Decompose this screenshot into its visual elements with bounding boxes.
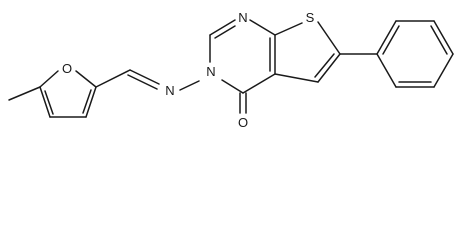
bond-c2-n1-inner: [214, 25, 236, 39]
bond-furan-o-c2: [75, 70, 97, 88]
atom-oxygen-furan: O: [62, 61, 72, 76]
bond-c4-n3: [221, 79, 244, 94]
bond-n-n: [179, 80, 200, 91]
bond-s-c6: [317, 21, 341, 55]
atom-labels: O N N N S O: [62, 10, 315, 130]
bond-furan-ch: [95, 69, 131, 88]
atom-nitrogen-ring-3: N: [206, 64, 215, 79]
atom-nitrogen-ring-top: N: [238, 10, 247, 25]
bond-ph-3: [433, 20, 454, 55]
molecule-structure-diagram: O N N N S O: [8, 10, 454, 130]
bond-c7a-s: [274, 22, 303, 36]
bond-c6-c5: [317, 53, 341, 83]
bond-methyl: [8, 86, 41, 101]
bond-furan-c5-c4-inner: [44, 90, 54, 115]
atom-nitrogen-imine: N: [165, 83, 174, 98]
atom-oxygen-carbonyl: O: [238, 115, 248, 130]
bond-furan-c5-c4: [39, 86, 51, 118]
bond-furan-c3-c2-inner: [82, 89, 92, 114]
bond-c6-c5-inner: [314, 53, 335, 78]
bond-furan-c3-c2: [85, 86, 97, 118]
bond-ph-3-inner: [430, 25, 448, 55]
bond-c4a-c4: [242, 73, 276, 94]
bond-ch-n-imine-2: [127, 74, 158, 90]
bond-c5-c4a: [274, 73, 319, 83]
bond-ph-1-inner: [382, 25, 400, 55]
bonds: [8, 19, 454, 118]
bond-n1-c7a: [249, 19, 276, 36]
bond-c2-n1: [209, 19, 236, 36]
bond-ph-1: [376, 20, 397, 55]
bond-ph-6: [376, 53, 397, 88]
bond-furan-c5-o: [39, 70, 59, 88]
atom-sulfur-thiophene: S: [306, 10, 315, 25]
bond-ph-4: [433, 53, 454, 88]
bond-ch-n-imine: [129, 69, 160, 85]
